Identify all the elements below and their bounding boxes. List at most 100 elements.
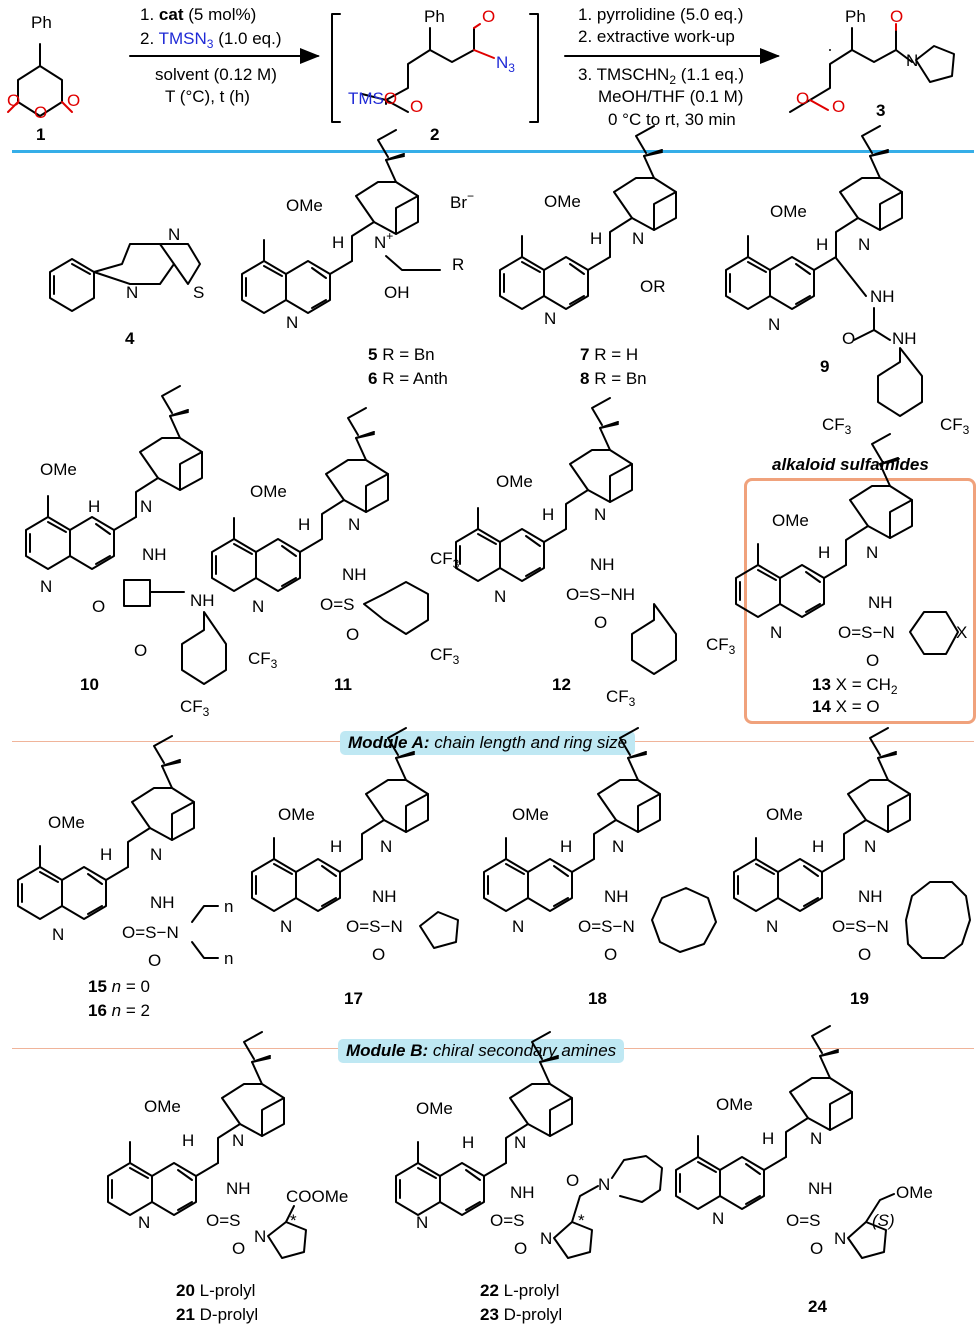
- o-label-24: O: [810, 1239, 823, 1258]
- h-label-15: H: [100, 845, 112, 864]
- compound-18-structure: OMe N H N NH O=S−N O 18: [483, 727, 717, 1008]
- n-label-9b: N: [858, 235, 870, 254]
- n-label-18: N: [512, 917, 524, 936]
- star-20: *: [290, 1211, 297, 1230]
- h-label-7: H: [590, 229, 602, 248]
- ome-label-19: OMe: [766, 805, 803, 824]
- o-label-20: O: [232, 1239, 245, 1258]
- compound-4-structure: N N S 4: [49, 225, 204, 348]
- os-label-19: O=S−N: [832, 917, 889, 936]
- cf3-label-10b: CF3: [180, 697, 210, 719]
- n-label-20b: N: [232, 1131, 244, 1150]
- h-label-18: H: [560, 837, 572, 856]
- bracket: [331, 13, 539, 123]
- compound-22-label: 22 L-prolyl: [480, 1281, 559, 1300]
- step6: MeOH/THF (0.1 M): [598, 87, 743, 106]
- os-label-15: O=S−N: [122, 923, 179, 942]
- compound-7-8-structure: OMe N H N OR 7 R = H 8 R = Bn: [499, 125, 677, 388]
- compound-12-structure: OMe N H N NH O=S−NH O CF3 CF3 12: [455, 397, 736, 709]
- compound-5-label: 5 R = Bn: [368, 345, 435, 364]
- compound-9-structure: OMe N H N NH O NH CF3 CF3 9: [725, 125, 970, 437]
- n-label-9: N: [768, 315, 780, 334]
- nh-label-12a: NH: [590, 555, 615, 574]
- compound-20-21-structure: OMe N H N NH O=S O N * COOMe 20 L-prolyl…: [107, 1031, 348, 1324]
- nh-label-10a: NH: [142, 545, 167, 564]
- n-label-19b: N: [864, 837, 876, 856]
- step4: 2. extractive work-up: [578, 27, 735, 46]
- compound-5-6-structure: OMe N H N+ OH R Br− 5 R = Bn 6 R = Anth: [241, 129, 474, 388]
- compound-11-label: 11: [334, 675, 352, 694]
- n-label-17b: N: [380, 837, 392, 856]
- o-label-13: O: [866, 651, 879, 670]
- ph-label-2: Ph: [424, 7, 445, 26]
- ome-label-18: OMe: [512, 805, 549, 824]
- o-label-22b: O: [566, 1171, 579, 1190]
- o-label-1a: O: [7, 91, 20, 110]
- compound-8-label: 8 R = Bn: [580, 369, 647, 388]
- compound-23-label: 23 D-prolyl: [480, 1305, 562, 1324]
- cf3-label-12a: CF3: [706, 635, 736, 657]
- o-label-15: O: [148, 951, 161, 970]
- o-label-11: O: [346, 625, 359, 644]
- os-label-24: O=S: [786, 1211, 821, 1230]
- n-label-10b: N: [140, 497, 152, 516]
- step7: 0 °C to rt, 30 min: [608, 110, 736, 129]
- nh-label-13: NH: [868, 593, 893, 612]
- ph-label-1: Ph: [31, 13, 52, 32]
- n-label-24b: N: [810, 1129, 822, 1148]
- compound-12-label: 12: [552, 675, 571, 694]
- n-label-15b: N: [150, 845, 162, 864]
- nh-label-24: NH: [808, 1179, 833, 1198]
- os-label-17: O=S−N: [346, 917, 403, 936]
- ome-label-15: OMe: [48, 813, 85, 832]
- nh-label-15: NH: [150, 893, 175, 912]
- n-label-22: N: [416, 1213, 428, 1232]
- compound-3-structure: Ph O N O O 3: [789, 7, 955, 120]
- s-label-4: S: [193, 283, 204, 302]
- nh-label-17: NH: [372, 887, 397, 906]
- step2: 2. TMSN3 (1.0 eq.): [140, 29, 282, 51]
- x-label-13: X: [956, 623, 967, 642]
- compound-1-label: 1: [36, 125, 45, 144]
- n-label-18b: N: [612, 837, 624, 856]
- compound-19-label: 19: [850, 989, 869, 1008]
- compound-24-structure: OMe N H N NH O=S O N (S) OMe 24: [675, 1025, 933, 1316]
- os-label-11: O=S: [320, 595, 355, 614]
- n-label-13b: N: [866, 543, 878, 562]
- compound-13-14-structure: OMe N H N NH O=S−N O X 13 X = CH2 14 X =…: [735, 433, 967, 716]
- ome-label-11: OMe: [250, 482, 287, 501]
- compound-22-23-structure: OMe N H N NH O=S O N * O N 22 L-prolyl 2…: [395, 1031, 663, 1324]
- n-label-17: N: [280, 917, 292, 936]
- n-label-11: N: [252, 597, 264, 616]
- os-label-13: O=S−N: [838, 623, 895, 642]
- nh-label-11: NH: [342, 565, 367, 584]
- compound-2-structure: Ph O N3 TMSO O 2: [348, 7, 515, 144]
- n-plus-label-5: N+: [374, 229, 393, 252]
- n-label-7b: N: [632, 229, 644, 248]
- n-label-19: N: [766, 917, 778, 936]
- n-sub-15a: n: [224, 897, 233, 916]
- module-b-bold: Module B:: [346, 1041, 429, 1060]
- n-label-22b: N: [514, 1133, 526, 1152]
- h-label-9: H: [816, 235, 828, 254]
- compound-20-label: 20 L-prolyl: [176, 1281, 255, 1300]
- os-label-12: O=S−NH: [566, 585, 635, 604]
- r-label-5: R: [452, 255, 464, 274]
- cf3-label-9b: CF3: [940, 415, 970, 437]
- compound-18-label: 18: [588, 989, 607, 1008]
- compound-4-label: 4: [125, 329, 135, 348]
- compound-15-label: 15 n = 0: [88, 977, 150, 996]
- o-label-1b: O: [34, 103, 47, 122]
- compound-13-label: 13 X = CH2: [812, 675, 898, 697]
- n-label-3: N: [906, 51, 918, 70]
- n-label-4b: N: [168, 225, 180, 244]
- h-label-19: H: [812, 837, 824, 856]
- n-label-20: N: [138, 1213, 150, 1232]
- n-label-5: N: [286, 313, 298, 332]
- o-label-2b: O: [410, 97, 423, 116]
- h-label-13: H: [818, 543, 830, 562]
- ome-label-7: OMe: [544, 192, 581, 211]
- solvent-text: solvent (0.12 M): [155, 65, 277, 84]
- h-label-5: H: [332, 233, 344, 252]
